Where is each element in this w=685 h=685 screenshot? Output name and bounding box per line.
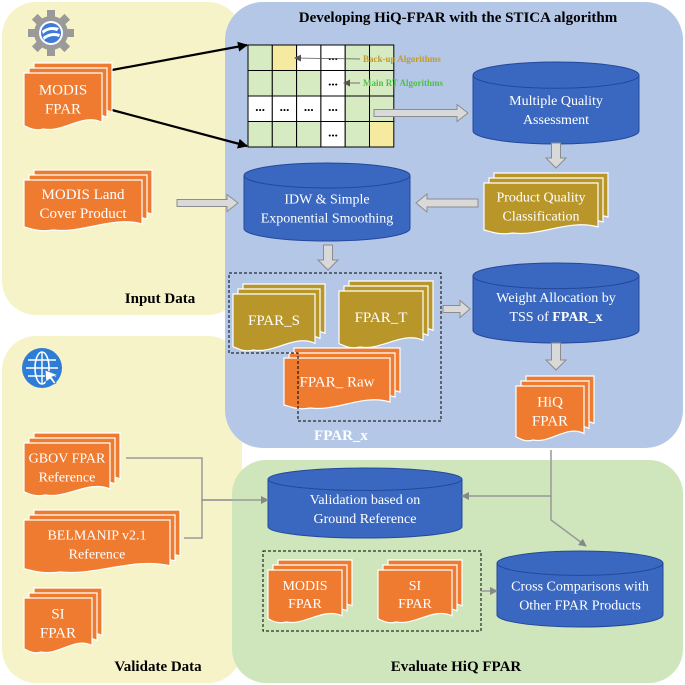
grid-ellipsis: ...	[328, 73, 338, 88]
grid-cell	[296, 121, 322, 148]
validation-cylinder-label: Ground Reference	[313, 512, 416, 527]
input-data-label: Input Data	[125, 291, 196, 307]
grid-ellipsis: ...	[328, 48, 338, 63]
gbov-doc-label: Reference	[39, 470, 96, 485]
eval-modis-doc-label: MODIS	[282, 579, 327, 594]
hiq-fpar-doc-label: HiQ	[537, 395, 563, 411]
grid-cell	[247, 95, 273, 122]
weight-cylinder-label: Weight Allocation by	[496, 291, 615, 306]
grid-cell	[296, 70, 322, 97]
landcover-to-idw-arrow	[176, 193, 239, 213]
fpar-t-doc: FPAR_T	[338, 280, 434, 349]
hiq-cross-connector	[550, 496, 587, 547]
grid-ellipsis: ...	[328, 124, 338, 139]
weight-cylinder-label: TSS of FPAR_x	[509, 310, 602, 325]
grid-cell	[369, 95, 395, 122]
si-fpar-doc-label: SI	[51, 607, 64, 623]
gbov-doc-label: GBOV FPAR	[29, 451, 106, 466]
weight-cylinder: Weight Allocation by TSS of FPAR_x	[472, 262, 640, 344]
cross-comparison-cylinder-label: Other FPAR Products	[519, 599, 641, 614]
grid-cell	[369, 44, 395, 71]
grid-cell	[344, 95, 371, 122]
fpar-s-doc-label: FPAR_S	[248, 313, 300, 329]
gbov-doc: GBOV FPAR Reference	[23, 432, 121, 497]
validation-cylinder: Validation based on Ground Reference	[267, 467, 463, 539]
idw-to-fparx-arrow	[316, 244, 340, 271]
algorithm-grid: .....................	[247, 44, 395, 148]
fpar-raw-doc: FPAR_ Raw	[283, 347, 401, 410]
grid-cell	[369, 70, 395, 97]
si-fpar-doc-label: FPAR	[40, 626, 76, 642]
fpar-s-doc: FPAR_S	[232, 283, 326, 352]
modis-fpar-doc-label: FPAR	[45, 102, 81, 118]
grid-cell	[247, 44, 273, 71]
mqa-to-quality-arrow	[544, 142, 568, 169]
grid-cell	[320, 44, 346, 71]
grid-cell	[369, 121, 395, 148]
grid-cell	[247, 70, 273, 97]
fpar-t-doc-label: FPAR_T	[355, 310, 408, 326]
grid-ellipsis: ...	[255, 99, 265, 114]
land-cover-doc-label: Cover Product	[39, 206, 127, 222]
main-title: Developing HiQ-FPAR with the STICA algor…	[299, 10, 618, 26]
grid-cell	[271, 70, 298, 97]
main-rt-legend: Main RT Algorithms	[363, 78, 444, 88]
grid-ellipsis: ...	[280, 99, 290, 114]
quality-class-doc-label: Classification	[503, 209, 580, 224]
weight-to-hiq-arrow	[544, 342, 568, 371]
hiq-fpar-doc: HiQ FPAR	[515, 375, 595, 442]
grid-cell	[344, 121, 371, 148]
grid-to-mqa-arrow	[373, 103, 469, 123]
belmanip-connector	[184, 496, 269, 539]
validation-cylinder-label: Validation based on	[310, 493, 420, 508]
mqa-cylinder-label: Multiple Quality	[509, 94, 603, 109]
grid-ellipsis: ...	[328, 99, 338, 114]
idw-cylinder-label: IDW & Simple	[284, 193, 369, 208]
grid-ellipsis: ...	[304, 99, 314, 114]
hiq-fpar-doc-label: FPAR	[532, 414, 568, 430]
fparx-dashed-group	[228, 272, 442, 422]
evaluate-label: Evaluate HiQ FPAR	[391, 659, 522, 675]
validate-data-label: Validate Data	[114, 659, 202, 675]
modis-fpar-doc-label: MODIS	[39, 83, 87, 99]
eval-si-doc: SI FPAR	[377, 559, 463, 624]
cross-comparison-cylinder-label: Cross Comparisons with	[511, 580, 649, 595]
fpar-raw-doc-label: FPAR_ Raw	[300, 374, 375, 390]
fparx-to-weight-arrow	[442, 299, 471, 319]
belmanip-doc-label: Reference	[69, 547, 126, 562]
grid-cell	[271, 44, 298, 71]
idw-cylinder-label: Exponential Smoothing	[261, 212, 394, 227]
belmanip-doc-label: BELMANIP v2.1	[47, 528, 146, 543]
globe-cursor-icon	[22, 348, 62, 388]
fparx-label: FPAR_x	[314, 428, 368, 444]
land-cover-doc-label: MODIS Land	[42, 187, 125, 203]
grid-cell	[247, 121, 273, 148]
block-arrows	[176, 103, 568, 371]
eval-modis-doc-label: FPAR	[288, 597, 322, 612]
si-fpar-doc: SI FPAR	[23, 587, 103, 654]
eval-modis-doc: MODIS FPAR	[267, 559, 353, 624]
mqa-cylinder-label: Assessment	[523, 113, 589, 128]
quality-class-doc-label: Product Quality	[496, 190, 585, 205]
backup-legend: Back-up Algorithms	[363, 54, 441, 64]
modis-fpar-doc: MODIS FPAR	[23, 62, 113, 131]
quality-to-idw-arrow	[415, 192, 479, 214]
earth-engine-gear-icon	[28, 10, 74, 56]
grid-cell	[271, 121, 298, 148]
eval-si-doc-label: SI	[409, 579, 422, 594]
eval-si-doc-label: FPAR	[398, 597, 432, 612]
